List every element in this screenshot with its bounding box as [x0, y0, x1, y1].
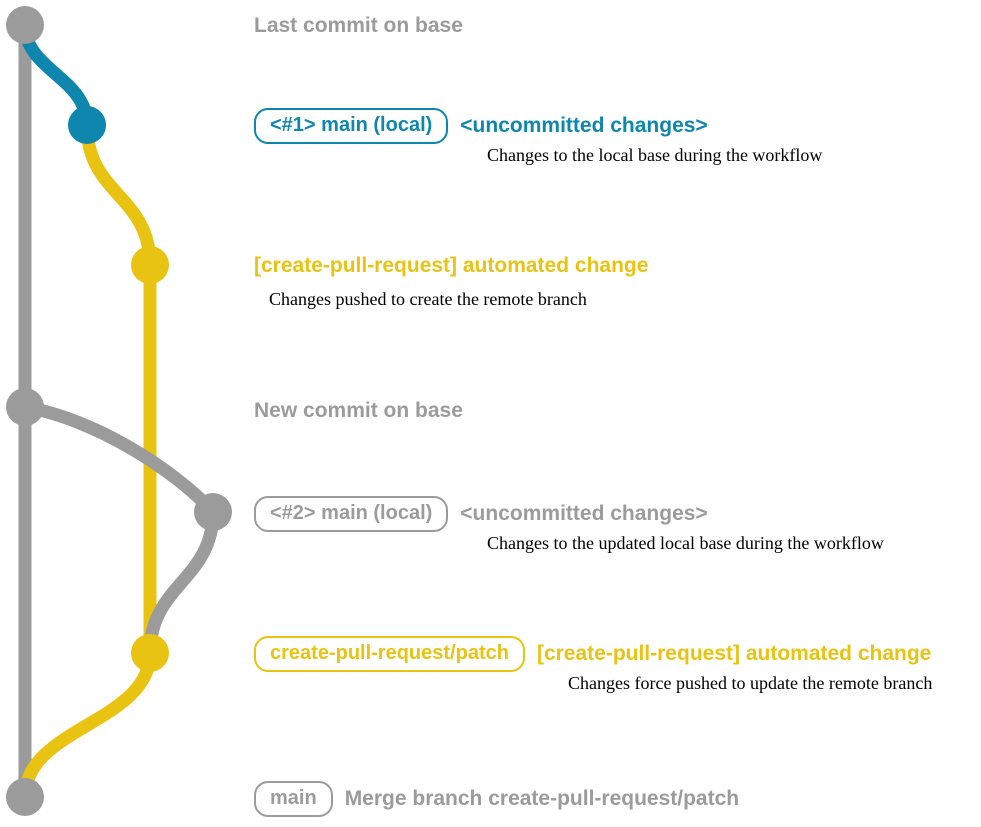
ref-pill-main[interactable]: main [254, 781, 333, 817]
ref-pill-main-local-2[interactable]: <#2> main (local) [254, 496, 449, 532]
commit-label-new-commit: New commit on base [254, 399, 463, 422]
commit-label-last-commit: Last commit on base [254, 14, 463, 37]
commit-node-patch [131, 634, 169, 672]
commit-note-patch: Changes force pushed to update the remot… [568, 673, 933, 693]
edge-base2-to-local2 [18, 400, 220, 519]
commit-label-automated-1: [create-pull-request] automated change [254, 254, 649, 277]
edge-local2-to-patch [143, 505, 220, 660]
commit-node-local-2 [194, 493, 232, 531]
commit-subject-merge: Merge branch create-pull-request/patch [344, 787, 740, 810]
commit-nodes [6, 6, 232, 816]
commit-row-local-1: <#1> main (local) <uncommitted changes> [254, 108, 708, 144]
commit-subject-local-2: <uncommitted changes> [460, 502, 708, 525]
commit-note-automated-1: Changes pushed to create the remote bran… [269, 289, 587, 309]
commit-row-patch: create-pull-request/patch [create-pull-r… [254, 636, 931, 672]
commit-node-automated-1 [131, 246, 169, 284]
commit-subject-patch: [create-pull-request] automated change [536, 642, 932, 665]
commit-note-local-2: Changes to the updated local base during… [487, 533, 884, 553]
commit-row-local-2: <#2> main (local) <uncommitted changes> [254, 496, 708, 532]
commit-node-merge [6, 778, 44, 816]
commit-subject-local-1: <uncommitted changes> [460, 114, 708, 137]
commit-node-new-commit [6, 388, 44, 426]
commit-node-local-1 [68, 106, 106, 144]
commit-note-local-1: Changes to the local base during the wor… [487, 145, 823, 165]
edge-local1-to-automated1 [80, 118, 157, 272]
edge-patch-to-merge [18, 646, 157, 804]
ref-pill-main-local-1[interactable]: <#1> main (local) [254, 108, 449, 144]
commit-row-merge: main Merge branch create-pull-request/pa… [254, 781, 739, 817]
commit-node-last-commit [6, 6, 44, 44]
ref-pill-create-pull-request-patch[interactable]: create-pull-request/patch [254, 636, 525, 672]
